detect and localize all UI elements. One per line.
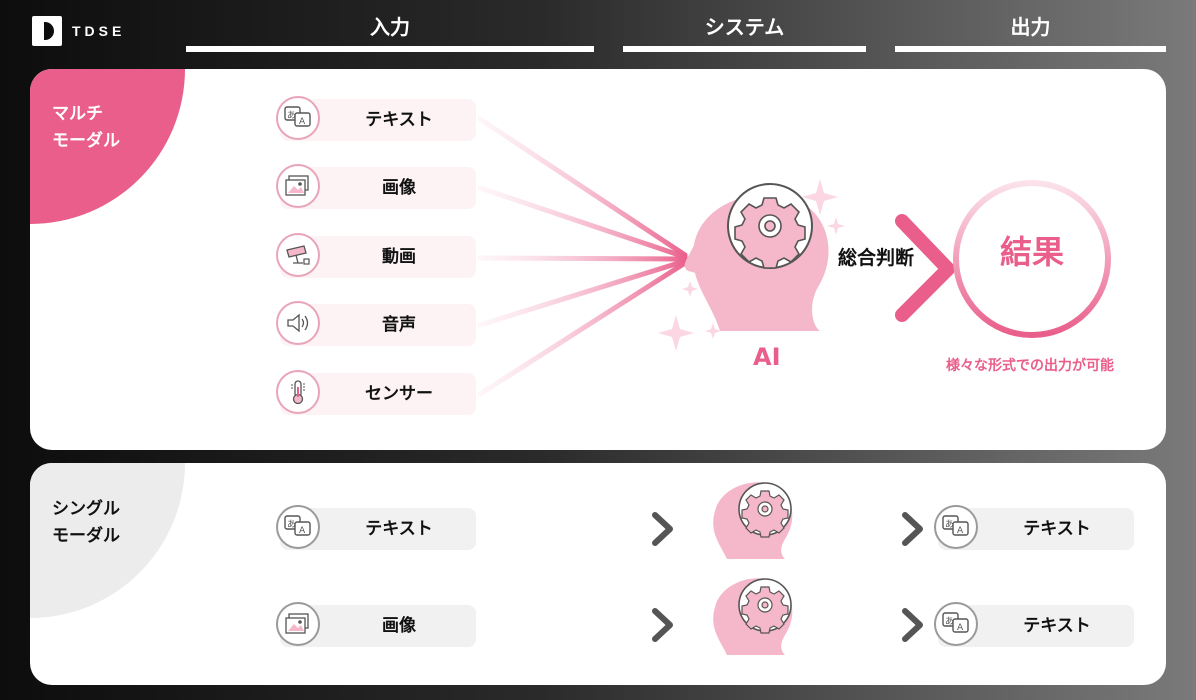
ray-text [477, 116, 688, 258]
singlemodal-tag-line-1: シングル [52, 499, 120, 519]
column-header-output: 出力 [895, 12, 1166, 52]
column-header-system: システム [623, 12, 866, 52]
input-label-image: 画像 [382, 178, 416, 198]
input-pill-audio: 音声 [276, 301, 476, 346]
video-camera-icon [276, 233, 320, 277]
judgement-label: 総合判断 [838, 247, 915, 269]
converging-rays [477, 116, 688, 397]
svg-text:あ: あ [945, 616, 954, 627]
input-label-audio: 音声 [382, 315, 416, 335]
singlemodal-flow-graphic [525, 482, 923, 655]
input-pill-image: 画像 [276, 164, 476, 209]
multimodal-tag-text: マルチ モーダル [52, 101, 120, 155]
ray-image [477, 185, 688, 260]
result-note: 様々な形式での出力が可能 [946, 358, 1114, 374]
column-underline-input [186, 46, 594, 52]
input-label-sensor: センサー [365, 384, 433, 404]
singlemodal-tag-line-2: モーダル [52, 526, 120, 546]
svg-text:A: A [957, 526, 964, 536]
column-header-input: 入力 [186, 12, 594, 52]
singlemodal-panel: シングル モーダル [30, 463, 1166, 685]
input-pill-video: 動画 [276, 233, 476, 278]
thermometer-icon [276, 370, 320, 414]
svg-text:あ: あ [287, 110, 296, 121]
ai-label: AI [753, 343, 781, 371]
ray-sensor [477, 260, 688, 397]
speaker-icon [276, 301, 320, 345]
logo-text: TDSE [72, 23, 126, 39]
image-icon [276, 164, 320, 208]
ai-head-icon [684, 183, 829, 331]
ray-video [477, 255, 688, 262]
column-underline-output [895, 46, 1166, 52]
svg-text:A: A [957, 623, 964, 633]
multimodal-tag-line-1: マルチ [52, 104, 103, 124]
svg-text:あ: あ [945, 519, 954, 530]
single-row-1-arrows [525, 512, 923, 546]
multimodal-panel: マルチ モーダル [30, 69, 1166, 450]
ray-audio [477, 258, 688, 328]
column-underline-system [623, 46, 866, 52]
column-label-system: システム [704, 15, 785, 39]
result-circle [953, 180, 1111, 338]
svg-text:A: A [299, 526, 306, 536]
result-label: 結果 [999, 233, 1064, 271]
single-output-label-2: テキスト [1023, 616, 1091, 636]
multimodal-tag-line-2: モーダル [52, 131, 120, 151]
single-row-2-arrows [525, 608, 923, 642]
ai-head-small-icon-2 [713, 578, 793, 655]
singlemodal-tag-text: シングル モーダル [52, 496, 120, 550]
single-input-label-2: 画像 [382, 616, 416, 636]
image-icon [276, 602, 320, 646]
multimodal-tag: マルチ モーダル [30, 69, 185, 224]
logo-mark-icon [32, 16, 62, 46]
single-input-label-1: テキスト [365, 519, 433, 539]
svg-text:あ: あ [287, 519, 296, 530]
tdse-logo: TDSE [32, 16, 125, 46]
svg-text:A: A [299, 117, 306, 127]
ai-head-small-icon-1 [713, 482, 793, 559]
column-label-output: 出力 [1010, 15, 1051, 39]
sparkle-icons [658, 179, 845, 351]
single-input-pill-2: 画像 [276, 602, 476, 647]
input-label-video: 動画 [382, 247, 416, 267]
judgement-arrow-icon [895, 214, 955, 322]
multimodal-flow-graphic [477, 116, 1111, 397]
input-pill-sensor: センサー [276, 370, 476, 415]
single-output-label-1: テキスト [1023, 519, 1091, 539]
column-label-input: 入力 [370, 15, 410, 39]
input-label-text: テキスト [365, 110, 433, 130]
